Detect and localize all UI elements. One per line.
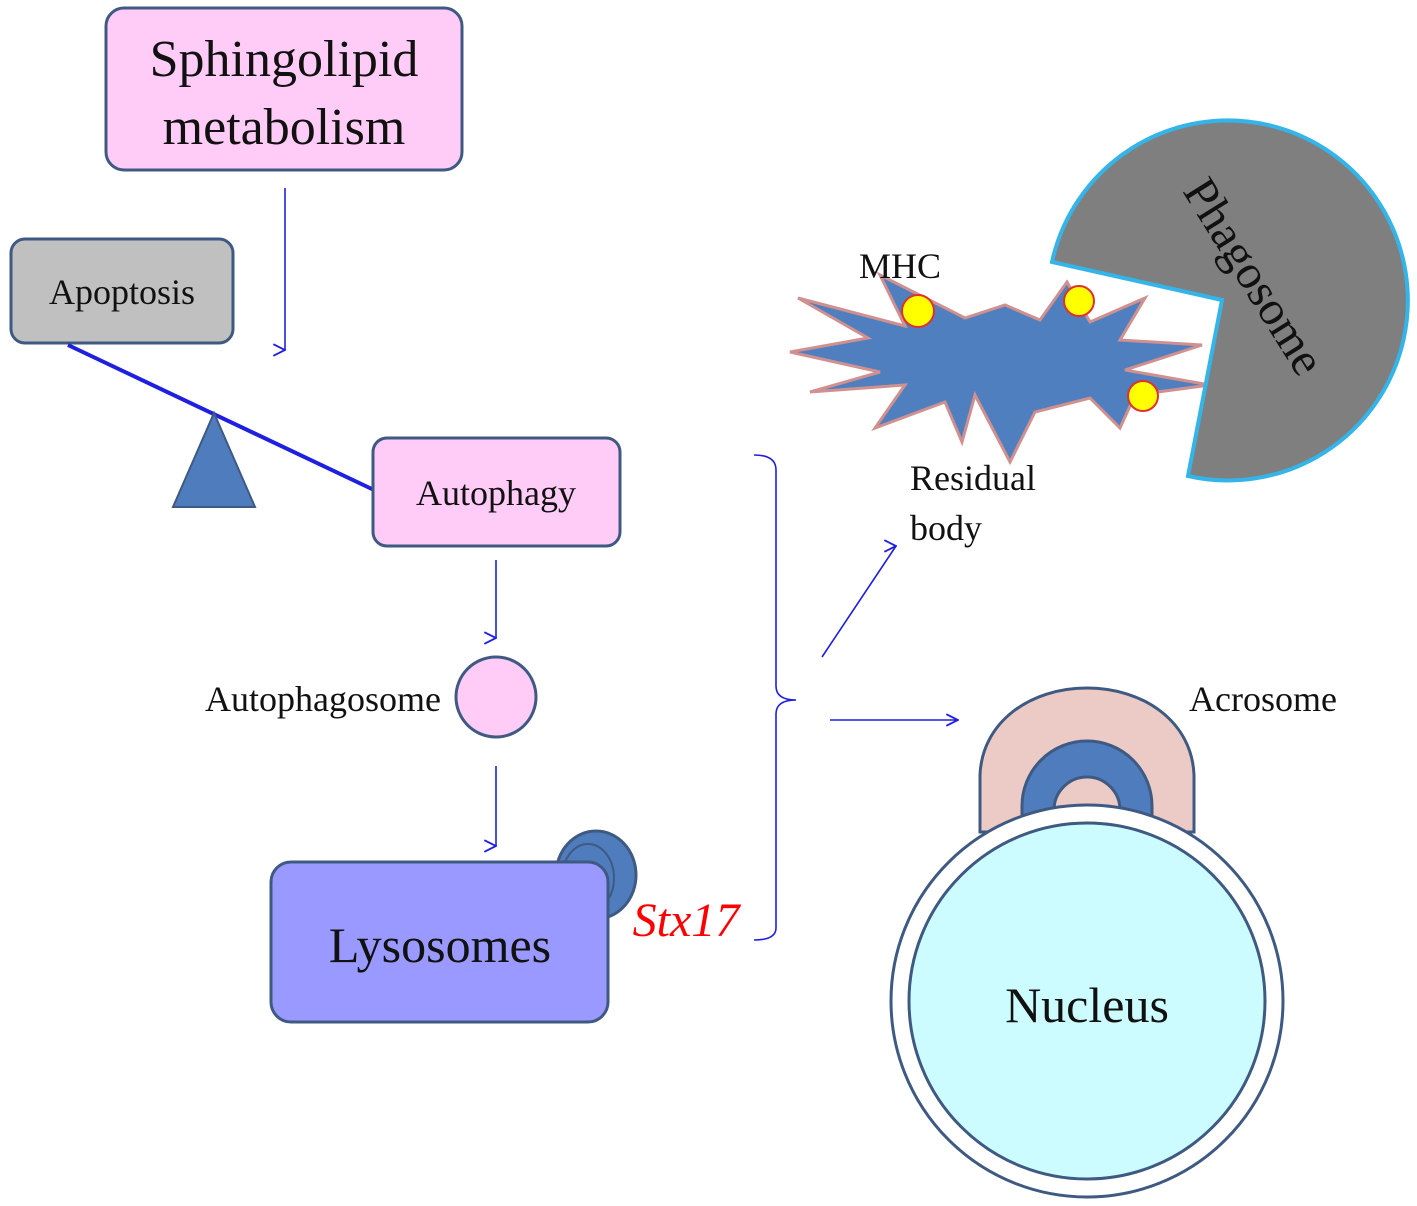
nucleus-label: Nucleus bbox=[1005, 977, 1169, 1033]
balance-seesaw bbox=[67, 343, 375, 508]
sphingolipid-label-line2: metabolism bbox=[163, 99, 406, 156]
nucleus-node: Nucleus bbox=[889, 803, 1285, 1199]
acrosome-node: Acrosome bbox=[978, 679, 1337, 834]
mhc-dot-3 bbox=[1127, 380, 1159, 412]
lysosomes-box bbox=[269, 860, 610, 1024]
apoptosis-label: Apoptosis bbox=[49, 272, 195, 312]
sphingolipid-metabolism-node: Sphingolipid metabolism bbox=[104, 6, 464, 172]
autophagy-label: Autophagy bbox=[416, 473, 576, 513]
arrow-to-residual-body bbox=[821, 546, 896, 658]
residual-body-label-line1: Residual bbox=[910, 458, 1036, 498]
lysosomes-label: Lysosomes bbox=[329, 917, 551, 973]
mhc-label: MHC bbox=[859, 246, 941, 286]
autophagosome-node: Autophagosome bbox=[205, 655, 538, 739]
acrosome-inner-ring bbox=[1020, 739, 1154, 822]
mhc-dot-1 bbox=[901, 294, 935, 328]
nucleus-inner bbox=[907, 821, 1267, 1181]
sphingolipid-label-line1: Sphingolipid bbox=[150, 31, 419, 88]
mhc-dot-2 bbox=[1063, 285, 1095, 317]
seesaw-fulcrum-icon bbox=[171, 410, 257, 508]
sphingolipid-box bbox=[104, 6, 464, 172]
lysosomes-node: Lysosomes bbox=[269, 860, 610, 1024]
apoptosis-node: Apoptosis bbox=[9, 237, 235, 345]
autophagosome-label: Autophagosome bbox=[205, 679, 441, 719]
grouping-bracket bbox=[753, 454, 797, 941]
residual-body-label-line2: body bbox=[910, 508, 982, 548]
phagosome-node: Phagosome bbox=[1049, 118, 1410, 483]
stx17-label: Stx17 bbox=[633, 894, 742, 947]
autophagy-box bbox=[371, 436, 622, 548]
residual-body-node: MHC Residual body bbox=[789, 246, 1211, 548]
seesaw-beam bbox=[67, 343, 375, 492]
residual-body-shape bbox=[789, 271, 1211, 466]
autophagosome-circle bbox=[454, 655, 538, 739]
phagosome-shape bbox=[1049, 118, 1410, 483]
apoptosis-box bbox=[9, 237, 235, 345]
acrosome-label: Acrosome bbox=[1189, 679, 1337, 719]
autophagy-node: Autophagy bbox=[371, 436, 622, 548]
